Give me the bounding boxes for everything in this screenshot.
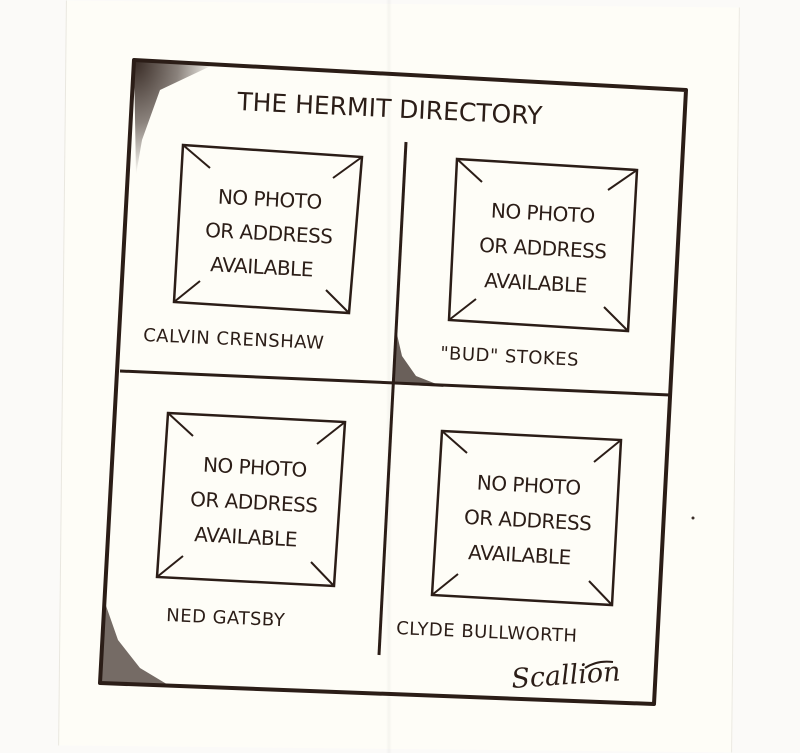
panel-name-clyde-bullworth: CLYDE BULLWORTH bbox=[396, 618, 578, 647]
placeholder-line-3: AVAILABLE bbox=[484, 268, 588, 297]
placeholder-line-1: NO PHOTO bbox=[202, 453, 307, 482]
photo-placeholder-4: NO PHOTO OR ADDRESS AVAILABLE bbox=[430, 429, 623, 607]
placeholder-line-1: NO PHOTO bbox=[217, 185, 322, 214]
placeholder-line-2: OR ADDRESS bbox=[463, 505, 591, 536]
placeholder-line-3: AVAILABLE bbox=[468, 540, 572, 569]
placeholder-line-3: AVAILABLE bbox=[210, 252, 314, 281]
paper-fold bbox=[386, 0, 392, 753]
corner-shading-top-left bbox=[134, 60, 215, 175]
signature-flourish bbox=[584, 660, 614, 669]
placeholder-line-3: AVAILABLE bbox=[194, 522, 298, 551]
cartoon-title: THE HERMIT DIRECTORY bbox=[236, 87, 544, 130]
photo-placeholder-3: NO PHOTO OR ADDRESS AVAILABLE bbox=[155, 411, 347, 588]
placeholder-line-2: OR ADDRESS bbox=[205, 218, 333, 249]
panel-name-bud-stokes: "BUD" STOKES bbox=[440, 343, 580, 371]
photo-placeholder-2: NO PHOTO OR ADDRESS AVAILABLE bbox=[447, 157, 639, 333]
frame-border bbox=[98, 58, 688, 706]
panel-name-ned-gatsby: NED GATSBY bbox=[166, 605, 286, 631]
placeholder-line-2: OR ADDRESS bbox=[190, 487, 318, 518]
placeholder-line-2: OR ADDRESS bbox=[479, 233, 607, 264]
photo-placeholder-1: NO PHOTO OR ADDRESS AVAILABLE bbox=[172, 143, 364, 315]
corner-shading-center bbox=[392, 330, 444, 387]
panel-name-calvin-crenshaw: CALVIN CRENSHAW bbox=[143, 325, 325, 354]
artist-signature: Scallion bbox=[510, 656, 621, 695]
divider-horizontal bbox=[119, 369, 671, 397]
divider-vertical bbox=[377, 141, 408, 656]
placeholder-line-1: NO PHOTO bbox=[490, 198, 595, 227]
ink-speck bbox=[691, 516, 695, 520]
corner-shading-bottom-left bbox=[100, 600, 170, 686]
placeholder-line-1: NO PHOTO bbox=[476, 470, 581, 499]
